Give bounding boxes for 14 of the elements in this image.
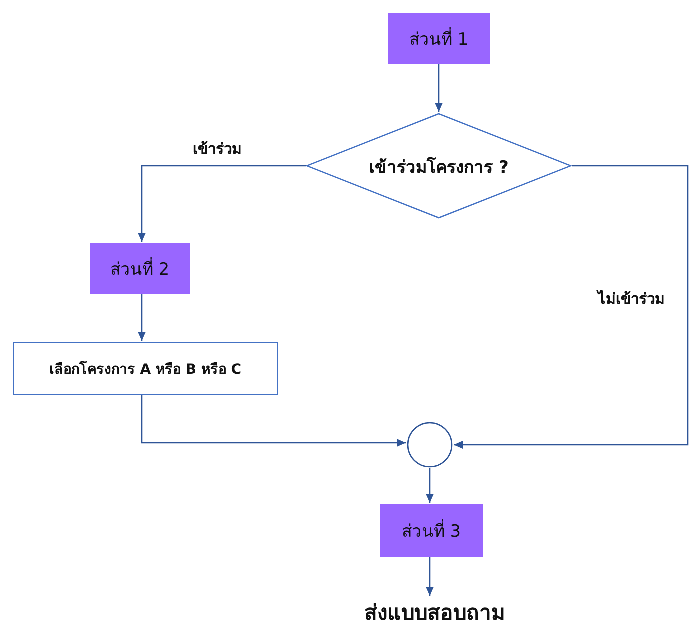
arrow xyxy=(435,64,443,112)
arrow xyxy=(426,557,434,596)
process-box: ส่วนที่ 1 xyxy=(388,13,490,64)
decision-diamond: เข้าร่วมโครงการ ? xyxy=(306,113,572,219)
arrow xyxy=(138,165,306,242)
end-text: ส่งแบบสอบถาม xyxy=(350,597,520,627)
connector-circle xyxy=(407,422,453,468)
process-box: เลือกโครงการ A หรือ B หรือ C xyxy=(13,342,278,395)
arrow xyxy=(426,468,434,503)
process-box: ส่วนที่ 2 xyxy=(90,243,190,294)
arrow xyxy=(454,165,689,449)
arrow xyxy=(138,294,146,341)
process-box: ส่วนที่ 3 xyxy=(380,504,483,557)
arrow xyxy=(141,395,406,447)
